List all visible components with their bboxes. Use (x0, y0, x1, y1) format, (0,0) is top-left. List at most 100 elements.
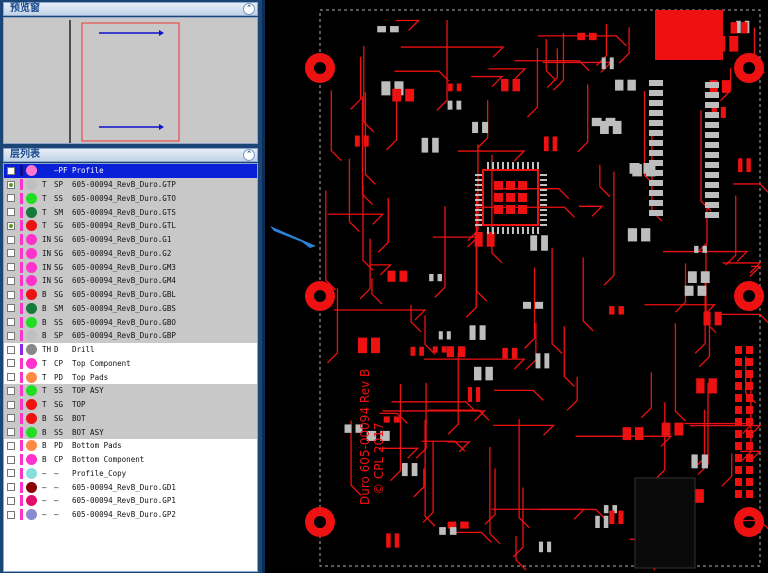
pcb-trace (413, 468, 425, 498)
main-ic-pad (506, 205, 515, 214)
layer-visibility-checkbox[interactable] (7, 414, 15, 423)
layer-color-swatch[interactable] (26, 371, 37, 383)
layer-color-swatch[interactable] (26, 454, 37, 466)
layer-color-swatch[interactable] (26, 344, 37, 356)
layer-row[interactable]: ——Profile_Copy (4, 467, 257, 481)
layer-color-swatch[interactable] (26, 316, 37, 328)
pcb-canvas[interactable]: Duro 605-00094 Rev B© CPL 2017 (265, 0, 768, 573)
layer-side: B (42, 427, 47, 437)
layer-color-swatch[interactable] (26, 357, 37, 369)
layer-visibility-checkbox[interactable] (7, 208, 15, 217)
layer-color-swatch[interactable] (26, 412, 37, 424)
layer-color-swatch[interactable] (26, 330, 37, 342)
pcb-pad (541, 235, 548, 251)
layer-color-swatch[interactable] (26, 192, 37, 204)
layer-color-swatch[interactable] (26, 234, 37, 246)
layer-visibility-checkbox[interactable] (7, 276, 15, 285)
layer-color-swatch[interactable] (26, 179, 37, 191)
layer-visibility-checkbox[interactable] (7, 194, 15, 203)
layer-color-swatch[interactable] (26, 399, 37, 411)
pcb-pad (547, 541, 552, 553)
layer-visibility-checkbox[interactable] (7, 166, 15, 175)
layer-color-swatch[interactable] (26, 467, 37, 479)
layer-color-swatch[interactable] (26, 206, 37, 218)
layer-color-swatch[interactable] (26, 247, 37, 259)
layer-visibility-checkbox[interactable] (7, 400, 15, 409)
layer-visibility-checkbox[interactable] (7, 428, 15, 437)
layer-visibility-checkbox[interactable] (7, 235, 15, 244)
layer-list-collapse-icon[interactable]: ⌃ (243, 149, 255, 161)
pcb-trace (423, 358, 526, 370)
pcb-trace (733, 183, 768, 193)
layer-color-swatch[interactable] (26, 481, 37, 493)
pcb-trace (566, 376, 578, 411)
layer-color-bar (20, 206, 23, 218)
preview-canvas[interactable] (3, 17, 258, 144)
layer-color-swatch[interactable] (26, 385, 37, 397)
layer-visibility-checkbox[interactable] (7, 290, 15, 299)
pcb-pad (512, 78, 520, 92)
layer-color-swatch[interactable] (26, 440, 37, 452)
layer-visibility-checkbox[interactable] (7, 483, 15, 492)
pcb-pad (448, 83, 453, 92)
layer-visibility-checkbox[interactable] (7, 180, 15, 189)
layer-color-swatch[interactable] (26, 165, 37, 177)
layer-row[interactable]: ——605-00094_RevB_Duro.GD1 (4, 480, 257, 494)
layer-side: IN (42, 235, 52, 245)
layer-visibility-checkbox[interactable] (7, 249, 15, 258)
layer-color-swatch[interactable] (26, 261, 37, 273)
pcb-trace (364, 92, 376, 185)
layer-visibility-checkbox[interactable] (7, 318, 15, 327)
layer-visibility-checkbox[interactable] (7, 496, 15, 505)
layer-color-swatch[interactable] (26, 495, 37, 507)
layer-visibility-checkbox[interactable] (7, 510, 15, 519)
layer-row[interactable]: ——605-00094_RevB_Duro.GP1 (4, 494, 257, 508)
layer-color-swatch[interactable] (26, 220, 37, 232)
layer-visibility-checkbox[interactable] (7, 469, 15, 478)
layer-visibility-checkbox[interactable] (7, 345, 15, 354)
layer-color-swatch[interactable] (26, 302, 37, 314)
layer-color-swatch[interactable] (26, 275, 37, 287)
ic-pin (522, 162, 524, 169)
layer-color-swatch[interactable] (26, 509, 37, 521)
layer-visibility-checkbox[interactable] (7, 304, 15, 313)
pcb-pad (344, 424, 352, 433)
layer-visibility-checkbox[interactable] (7, 331, 15, 340)
pcb-pad (456, 83, 462, 92)
layer-color-swatch[interactable] (26, 289, 37, 301)
layer-visibility-checkbox[interactable] (7, 441, 15, 450)
layer-visibility-checkbox[interactable] (7, 221, 15, 230)
layer-visibility-checkbox[interactable] (7, 455, 15, 464)
preview-collapse-icon[interactable]: ⌃ (243, 3, 255, 15)
layer-color-swatch[interactable] (26, 426, 37, 438)
layer-row[interactable]: ——605-00094_RevB_Duro.GP2 (4, 508, 257, 522)
pcb-trace (350, 56, 362, 110)
layer-visibility-checkbox[interactable] (7, 373, 15, 382)
layer-visibility-checkbox[interactable] (7, 263, 15, 272)
layer-visibility-checkbox[interactable] (7, 359, 15, 368)
layer-side: — (42, 496, 47, 506)
layer-visibility-checkbox[interactable] (7, 386, 15, 395)
